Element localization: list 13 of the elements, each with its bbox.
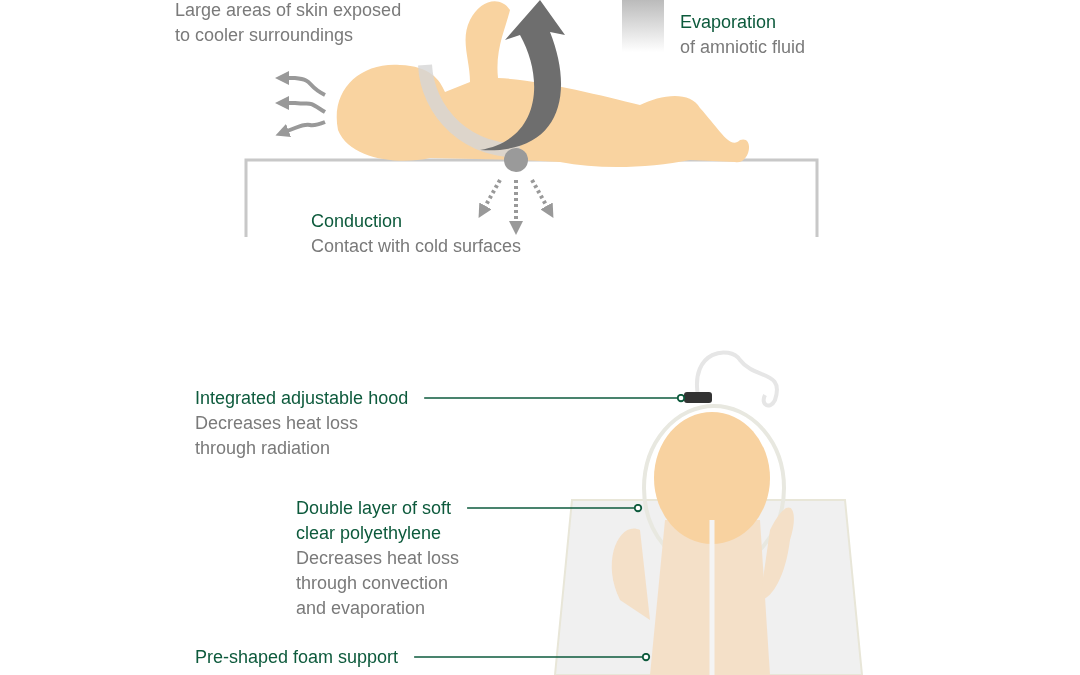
heading-text: Evaporation — [680, 11, 778, 34]
callout-heading: Integrated adjustable hood — [195, 387, 410, 410]
callout-description: Decreases heat loss through radiation — [195, 412, 360, 460]
leader-line — [413, 652, 651, 662]
description-text: Large areas of skin exposed to cooler surroundings — [175, 0, 403, 47]
callout-heading: Pre-shaped foam support — [195, 646, 400, 669]
leader-line — [423, 393, 686, 403]
callout-heading: Double layer of soft clear polyethylene — [296, 497, 453, 545]
leader-line — [466, 503, 643, 513]
heading-text: Conduction — [311, 210, 404, 233]
description-text: of amniotic fluid — [680, 36, 807, 59]
description-text: Contact with cold surfaces — [311, 235, 523, 258]
callout-description: Decreases heat loss through convection and evaporation — [296, 547, 461, 620]
